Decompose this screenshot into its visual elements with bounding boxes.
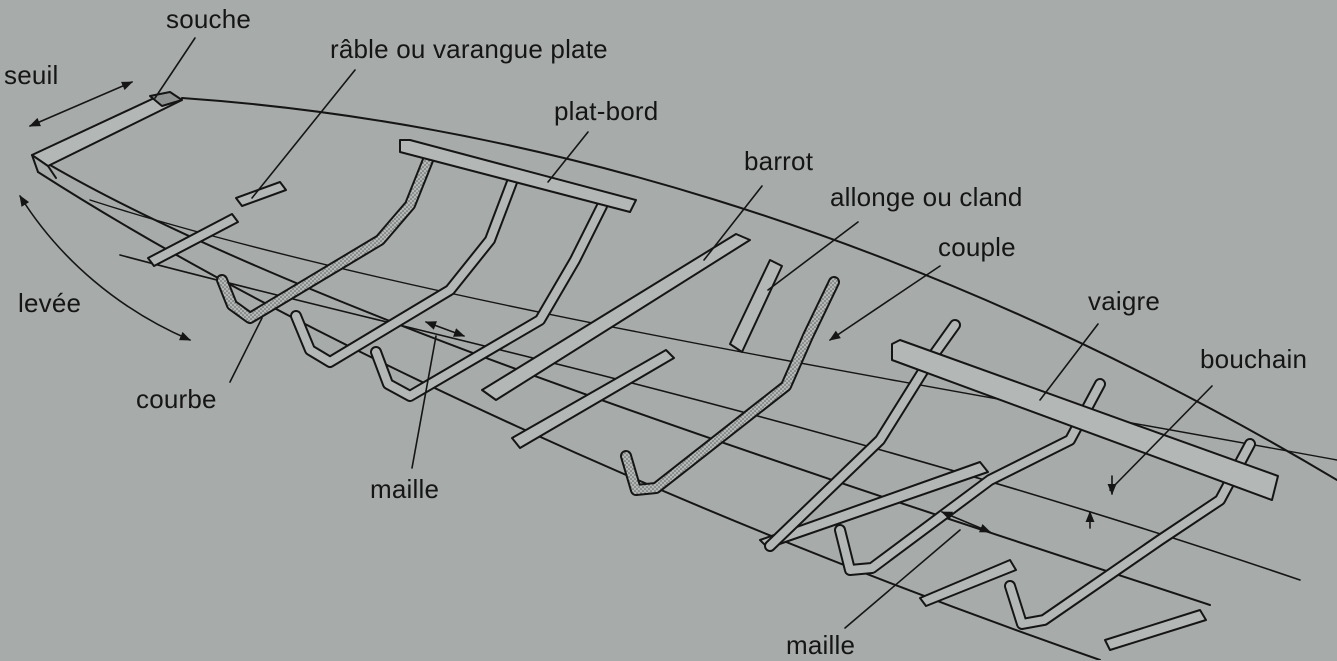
label-seuil: seuil [4, 60, 59, 90]
label-vaigre: vaigre [1088, 286, 1161, 316]
label-allonge: allonge ou cland [830, 182, 1023, 212]
label-maille-2: maille [786, 630, 856, 660]
hull-inner-edge [49, 164, 1211, 606]
label-levee: levée [18, 288, 82, 318]
label-barrot: barrot [744, 146, 814, 176]
label-courbe: courbe [136, 384, 217, 414]
floor-plank-3 [511, 349, 675, 449]
floor-plank-6 [1104, 609, 1207, 651]
maille-arrow-1 [424, 321, 466, 337]
barrot [481, 233, 751, 401]
vaigre [891, 339, 1279, 501]
allonge [729, 259, 783, 353]
seuil-arrow [28, 81, 134, 127]
label-bouchain: bouchain [1200, 344, 1308, 374]
levee-arrow [19, 195, 192, 341]
label-souche: souche [166, 4, 252, 34]
maille-arrow-2 [940, 511, 992, 533]
hull-top-edge [181, 97, 1337, 481]
transom-souche [149, 91, 183, 107]
label-couple: couple [938, 232, 1016, 262]
plat-bord [399, 139, 637, 213]
label-plat-bord: plat-bord [554, 96, 659, 126]
keel-line [89, 199, 1337, 461]
label-maille-1: maille [370, 474, 440, 504]
label-rable: râble ou varangue plate [330, 34, 608, 64]
frame-4 [620, 276, 840, 496]
floor-plank-1 [235, 181, 287, 207]
floor-plank-5 [919, 559, 1017, 607]
